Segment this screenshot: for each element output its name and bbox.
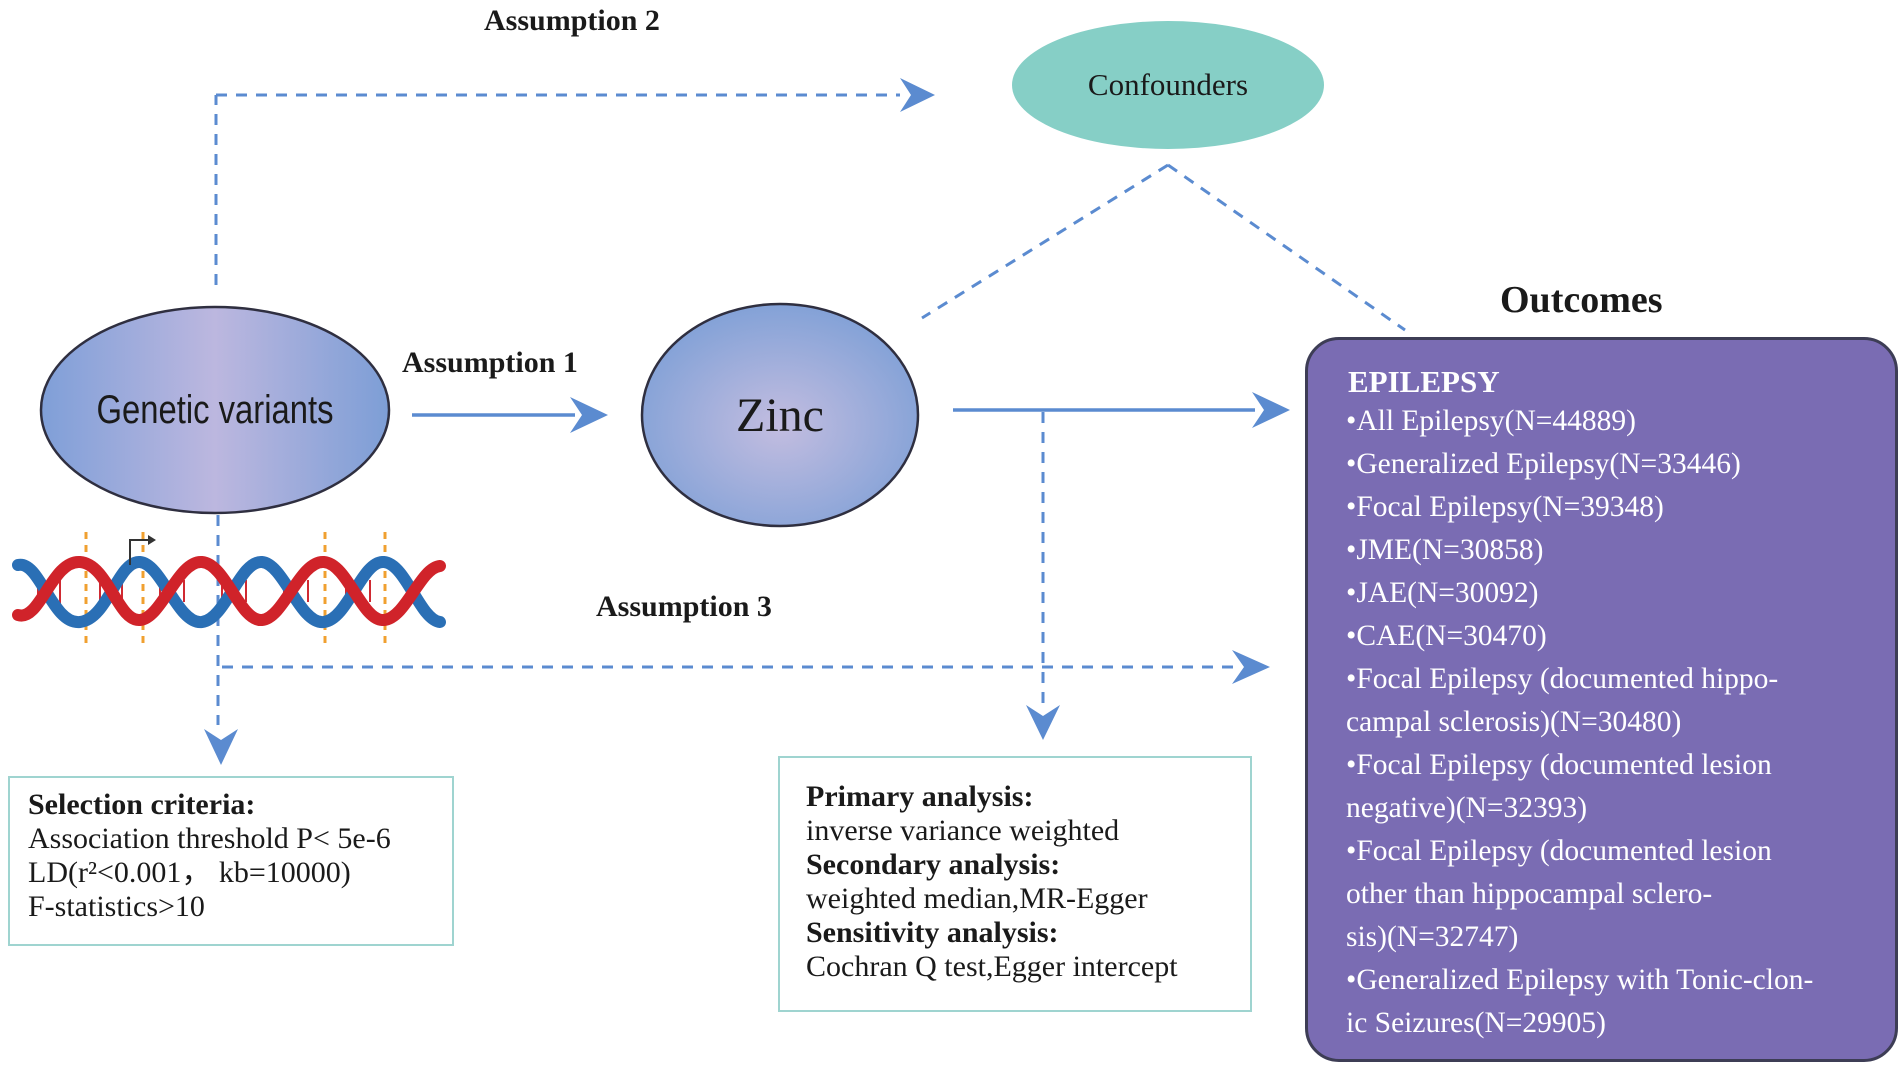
selection-line: Association threshold P< 5e-6 [28, 822, 391, 855]
dna-helix-icon [12, 532, 446, 648]
outcome-item: ic Seizures(N=29905) [1346, 1007, 1606, 1039]
sensitivity-analysis-text: Cochran Q test,Egger intercept [806, 950, 1178, 983]
analysis-box: Primary analysis: inverse variance weigh… [778, 756, 1252, 1012]
confounders-links [921, 163, 1406, 332]
assumption1-arrowhead [570, 397, 608, 433]
selection-criteria-box: Selection criteria: Association threshol… [8, 776, 454, 946]
zinc-node [640, 302, 920, 528]
outcomes-heading: Outcomes [1500, 279, 1663, 321]
outcome-item: campal sclerosis)(N=30480) [1346, 706, 1682, 738]
selection-criteria-heading: Selection criteria: [28, 788, 256, 821]
assumption2-path [214, 93, 900, 285]
assumption2-label: Assumption 2 [484, 4, 660, 37]
assumption3-arrowhead [1232, 650, 1270, 684]
epilepsy-title: EPILEPSY [1348, 364, 1500, 399]
outcome-item: •Generalized Epilepsy(N=33446) [1346, 448, 1741, 480]
genetic-variants-label: Genetic variants [96, 387, 334, 432]
outcome-item: other than hippocampal sclero- [1346, 878, 1713, 910]
outcome-item: sis)(N=32747) [1346, 921, 1519, 953]
genetic-variants-node [39, 305, 391, 515]
outcome-item: •JME(N=30858) [1346, 534, 1544, 566]
assumption1-label: Assumption 1 [402, 346, 578, 379]
outcome-item: •Focal Epilepsy (documented hippo- [1346, 663, 1779, 695]
outcome-item: •Focal Epilepsy(N=39348) [1346, 491, 1664, 523]
outcomes-panel: EPILEPSY •All Epilepsy(N=44889) •General… [1305, 337, 1898, 1062]
outcome-item: •All Epilepsy(N=44889) [1346, 405, 1636, 437]
zinc-outcomes-arrowhead [1252, 392, 1290, 428]
outcome-item: negative)(N=32393) [1346, 792, 1588, 824]
outcome-item: •Focal Epilepsy (documented lesion [1346, 749, 1772, 781]
assumption2-arrowhead [900, 78, 935, 112]
confounders-label: Confounders [1087, 67, 1249, 102]
outcome-item: •Generalized Epilepsy with Tonic-clon- [1346, 964, 1814, 996]
selection-arrowhead [204, 729, 238, 765]
analysis-arrowhead [1026, 705, 1060, 740]
outcome-item: •CAE(N=30470) [1346, 620, 1547, 652]
confounders-node [1012, 21, 1324, 149]
outcome-item: •JAE(N=30092) [1346, 577, 1539, 609]
selection-line: LD(r²<0.001， kb=10000) [28, 856, 351, 889]
sensitivity-analysis-heading: Sensitivity analysis: [806, 916, 1059, 949]
outcome-item: •Focal Epilepsy (documented lesion [1346, 835, 1772, 867]
zinc-label: Zinc [736, 388, 824, 442]
primary-analysis-text: inverse variance weighted [806, 814, 1120, 847]
assumption3-label: Assumption 3 [596, 590, 772, 623]
secondary-analysis-heading: Secondary analysis: [806, 848, 1061, 881]
secondary-analysis-text: weighted median,MR-Egger [806, 882, 1148, 915]
primary-analysis-heading: Primary analysis: [806, 780, 1034, 813]
selection-line: F-statistics>10 [28, 890, 205, 923]
